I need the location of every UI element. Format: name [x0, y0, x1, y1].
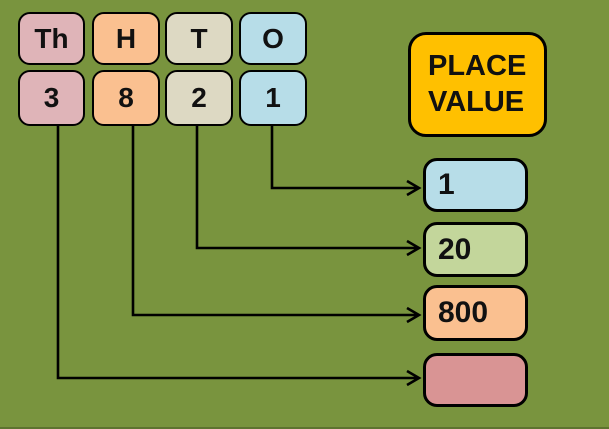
place-value-title-line2: VALUE: [428, 85, 525, 118]
result-box-thousands: [423, 353, 528, 407]
digit-box-tens: 2: [165, 70, 233, 126]
label-box-hundreds: H: [92, 12, 160, 65]
result-box-tens: 20: [423, 222, 528, 277]
digit-box-hundreds: 8: [92, 70, 160, 126]
place-value-title-line1: PLACE: [428, 50, 527, 83]
arrow-hundreds-icon: [131, 126, 422, 324]
place-value-title-box: PLACE VALUE: [408, 32, 547, 137]
slide-bottom-edge: [0, 427, 609, 429]
place-value-title-text: PLACE VALUE: [428, 49, 526, 120]
arrow-tens-icon: [195, 126, 422, 257]
arrow-thousands-icon: [56, 126, 422, 387]
digit-box-thousands: 3: [18, 70, 85, 126]
label-box-thousands: Th: [18, 12, 85, 65]
arrow-ones-icon: [270, 126, 422, 197]
label-box-ones: O: [239, 12, 307, 65]
label-box-tens: T: [165, 12, 233, 65]
digit-box-ones: 1: [239, 70, 307, 126]
result-box-hundreds: 800: [423, 285, 528, 341]
result-box-ones: 1: [423, 158, 528, 212]
